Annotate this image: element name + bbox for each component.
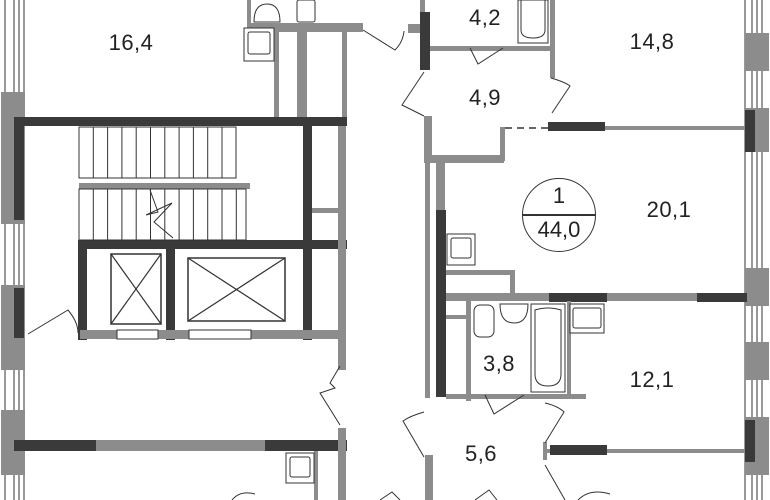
corridor-doors bbox=[27, 309, 341, 426]
stair-flight-upper bbox=[78, 126, 237, 179]
room-area-label: 4,2 bbox=[468, 5, 502, 30]
left-exterior-wall bbox=[1, 0, 25, 500]
room-area-label: 12,1 bbox=[629, 367, 675, 392]
apartment-fixtures bbox=[446, 0, 605, 393]
room-area-label: 5,6 bbox=[464, 441, 498, 466]
stair-flight-lower bbox=[78, 188, 247, 241]
room-area-label: 14,8 bbox=[629, 29, 675, 54]
apartment-total-area: 44,0 bbox=[537, 217, 581, 242]
top-left-utility bbox=[243, 0, 405, 117]
staircase bbox=[78, 126, 250, 241]
elevator-shafts bbox=[110, 253, 286, 340]
apartment-walls bbox=[408, 0, 747, 500]
stair-core bbox=[14, 117, 347, 340]
stair-break-mark bbox=[145, 189, 174, 239]
apartment-doors bbox=[231, 47, 611, 500]
right-exterior-wall bbox=[744, 0, 769, 500]
room-area-label: 16,4 bbox=[108, 30, 154, 55]
apartment-number: 1 bbox=[552, 183, 566, 208]
room-area-label: 4,9 bbox=[468, 85, 502, 110]
stair-landing-rail bbox=[79, 183, 250, 189]
lower-left-wall bbox=[14, 340, 347, 500]
apartment-badge: 1 44,0 bbox=[522, 178, 596, 252]
badge-divider bbox=[523, 214, 595, 216]
room-area-label: 3,8 bbox=[482, 351, 516, 376]
room-area-label: 20,1 bbox=[646, 197, 692, 222]
